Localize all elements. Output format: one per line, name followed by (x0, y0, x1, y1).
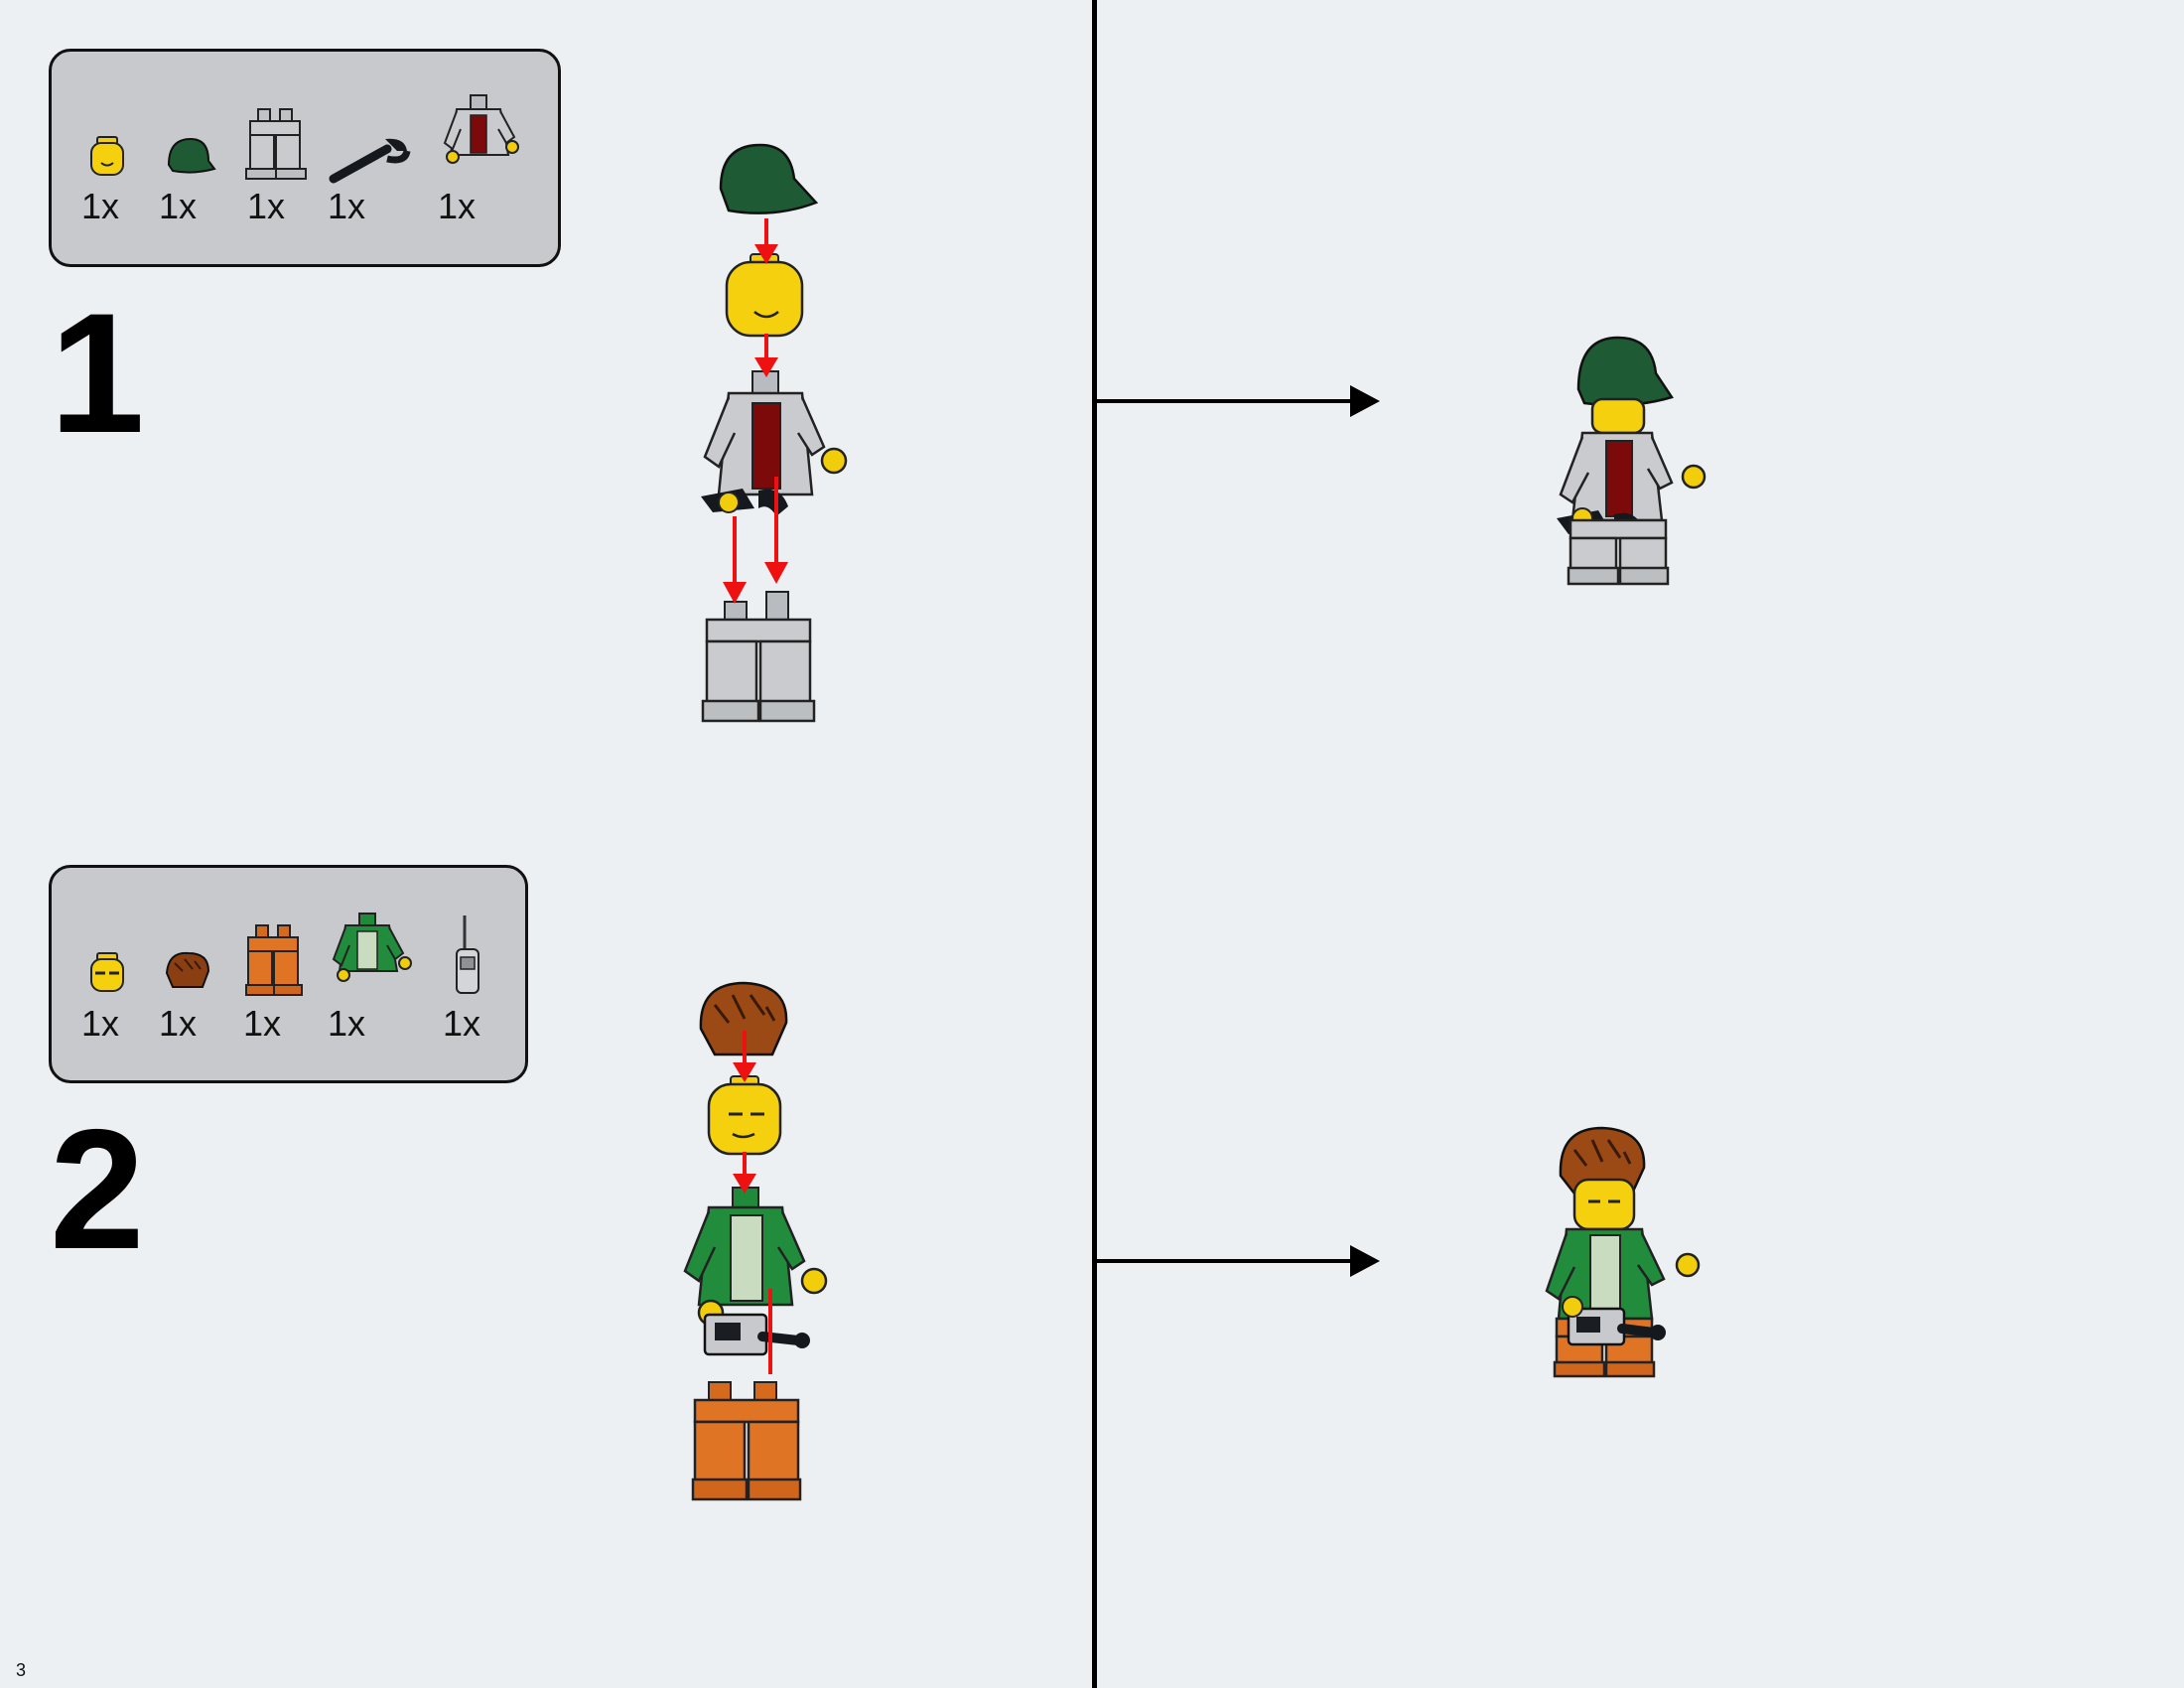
step-1-part-5-qty: 1x (438, 186, 477, 226)
minifig-head-icon (90, 136, 124, 176)
step-1-part-2-qty: 1x (159, 186, 198, 226)
step-2-part-5-qty: 1x (443, 1003, 481, 1044)
green-cap-icon (167, 137, 216, 174)
step-2-number: 2 (50, 1094, 145, 1285)
step-2-assembled-minifigure (1545, 1126, 1701, 1378)
green-jacket-torso-icon (332, 913, 412, 982)
brown-hair-icon (165, 951, 210, 988)
step-1-part-3-qty: 1x (247, 186, 286, 226)
step-1-number: 1 (50, 278, 145, 469)
page-divider (1092, 0, 1097, 1688)
step-2-part-1-qty: 1x (81, 1003, 120, 1044)
gray-hoodie-torso-icon (443, 94, 519, 164)
step-1-part-1-qty: 1x (81, 186, 120, 226)
step-2-part-4-qty: 1x (328, 1003, 366, 1044)
step-1-part-4-qty: 1x (328, 186, 366, 226)
step-2-result-arrow (1096, 1245, 1380, 1277)
wrench-icon (329, 138, 411, 184)
step-1-parts-panel (49, 49, 561, 267)
step-2-part-2-qty: 1x (159, 1003, 198, 1044)
step-1-assembly-illustration (701, 143, 848, 723)
step-1-result-arrow (1096, 385, 1380, 417)
orange-legs-icon (245, 924, 303, 996)
step-1-assembled-minifigure (1557, 336, 1706, 586)
gray-legs-icon (245, 108, 307, 180)
step-2-assembly-illustration (683, 981, 828, 1501)
walkie-talkie-icon (456, 915, 479, 994)
page-number: 3 (16, 1660, 27, 1680)
step-2-part-3-qty: 1x (243, 1003, 282, 1044)
minifig-head-glasses-icon (90, 952, 124, 992)
